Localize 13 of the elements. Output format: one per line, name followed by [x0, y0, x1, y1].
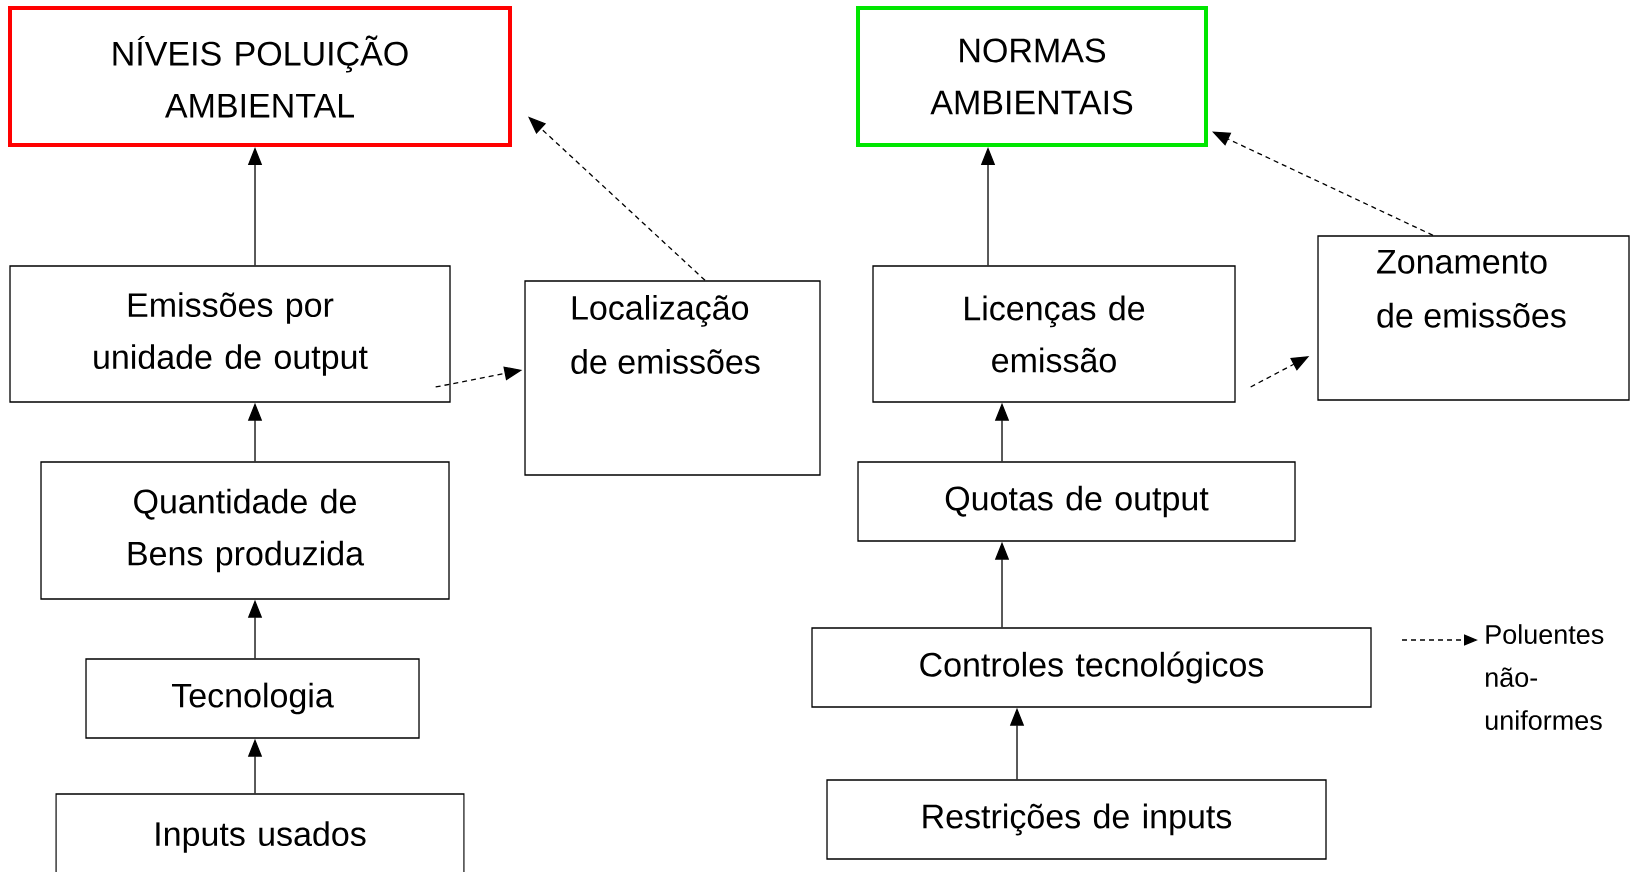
title-box: NORMAS AMBIENTAIS	[856, 6, 1208, 147]
process-box: Restrições de inputs	[826, 779, 1327, 860]
process-box: Licenças de emissão	[872, 265, 1236, 403]
process-box: Emissões por unidade de output	[9, 265, 451, 403]
process-box: Zonamento de emissões	[1317, 235, 1630, 401]
title-box: NÍVEIS POLUIÇÃO AMBIENTAL	[8, 6, 512, 147]
process-box: Tecnologia	[85, 658, 420, 739]
process-box: Inputs usados	[55, 793, 465, 872]
legend-label: Poluentes não-uniformes	[1485, 624, 1604, 730]
process-box: Quantidade de Bens produzida	[40, 461, 450, 600]
process-box: Localização de emissões	[524, 280, 821, 476]
process-box: Quotas de output	[857, 461, 1296, 542]
process-box: Controles tecnológicos	[811, 627, 1372, 708]
